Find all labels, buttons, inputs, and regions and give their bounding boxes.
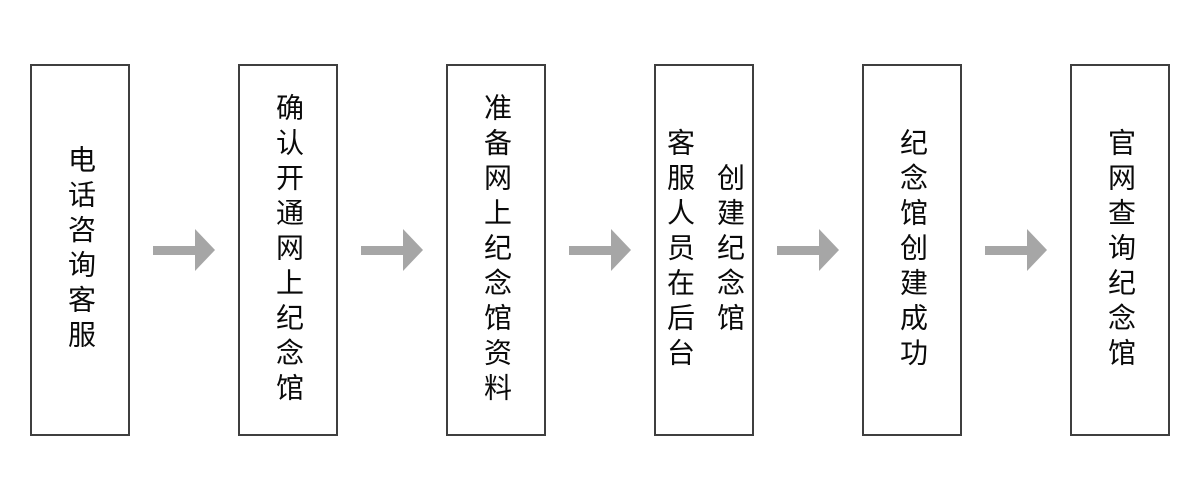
arrow-shaft <box>777 245 819 255</box>
arrow-head <box>195 229 215 271</box>
step-box-backend-create: 客服人员在后台 创建纪念馆 <box>654 64 754 436</box>
step-label: 官网查询纪念馆 <box>1105 127 1136 373</box>
step-label: 纪念馆创建成功 <box>897 127 928 373</box>
flowchart-row: 电话咨询客服 确认开通网上纪念馆 准备网上纪念馆资料 客服人员在后台 创建纪念馆 <box>30 64 1170 436</box>
step-box-website-query: 官网查询纪念馆 <box>1070 64 1170 436</box>
arrow-head <box>611 229 631 271</box>
arrow-head <box>403 229 423 271</box>
right-arrow-icon <box>985 229 1047 271</box>
step-label: 客服人员在后台 创建纪念馆 <box>664 127 745 373</box>
arrow-shaft <box>569 245 611 255</box>
arrow-shaft <box>361 245 403 255</box>
arrow-shaft <box>985 245 1027 255</box>
right-arrow-icon <box>153 229 215 271</box>
arrow-head <box>819 229 839 271</box>
step-label: 电话咨询客服 <box>65 145 96 355</box>
arrow-shaft <box>153 245 195 255</box>
right-arrow-icon <box>569 229 631 271</box>
step-label: 准备网上纪念馆资料 <box>481 92 512 408</box>
right-arrow-icon <box>361 229 423 271</box>
arrow-head <box>1027 229 1047 271</box>
right-arrow-icon <box>777 229 839 271</box>
step-box-create-success: 纪念馆创建成功 <box>862 64 962 436</box>
step-label: 确认开通网上纪念馆 <box>273 92 304 408</box>
step-box-confirm-open: 确认开通网上纪念馆 <box>238 64 338 436</box>
step-box-phone-consult: 电话咨询客服 <box>30 64 130 436</box>
step-box-prepare-materials: 准备网上纪念馆资料 <box>446 64 546 436</box>
